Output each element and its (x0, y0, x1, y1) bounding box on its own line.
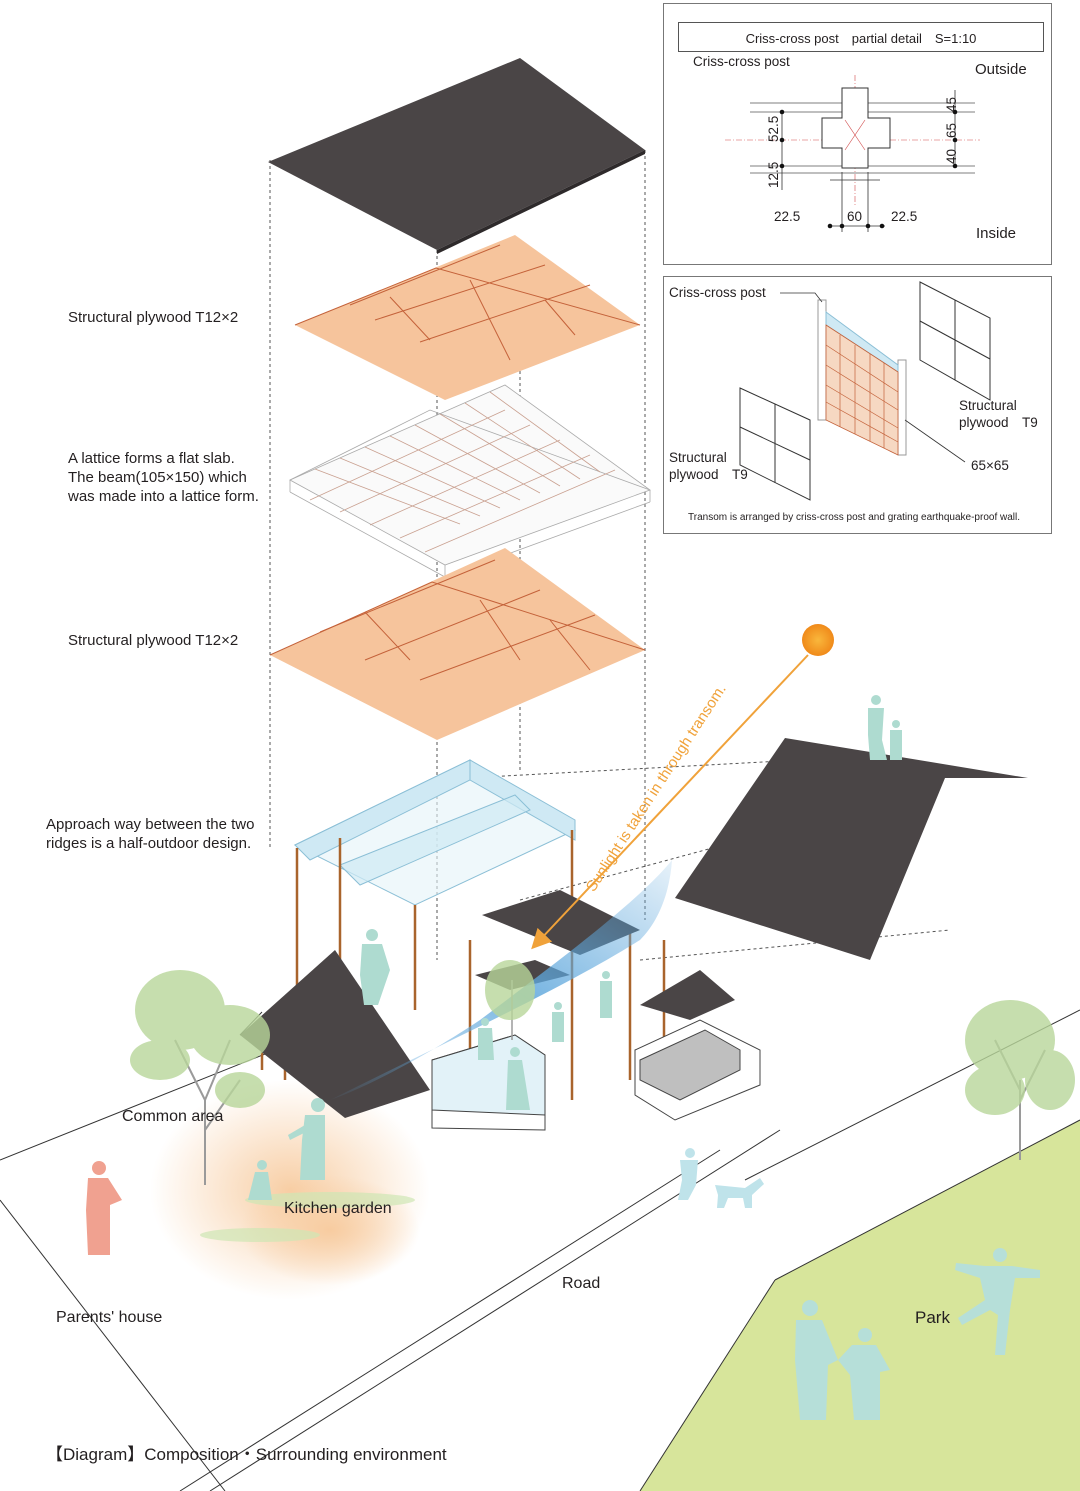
label-parents-house: Parents' house (56, 1309, 163, 1326)
figure-dog (715, 1178, 764, 1208)
plywood-layer-bottom (269, 548, 646, 740)
detail-plan-box (663, 3, 1052, 265)
figure-garden-child (248, 1160, 272, 1200)
figure-interior-3 (552, 1002, 564, 1042)
dim-12-5: 12.5 (766, 161, 781, 188)
dim-60: 60 (847, 209, 863, 224)
detail-iso-drawing (739, 281, 991, 501)
garden-beds (200, 1192, 415, 1242)
figure-roof-adult (868, 695, 887, 760)
figures (86, 695, 1040, 1420)
roof-top (268, 58, 645, 254)
roof-right (675, 738, 1028, 960)
figure-parent (86, 1161, 122, 1255)
detail-iso-plywood-left: Structural plywood T9 (669, 450, 748, 482)
label-park: Park (915, 1308, 950, 1327)
detail-iso-post-label: Criss-cross post (669, 285, 766, 300)
park-lawn (640, 1120, 1080, 1491)
dim-65: 65 (944, 122, 959, 138)
figure-park-adult (795, 1300, 838, 1420)
detail-plan-post-label: Criss-cross post (693, 54, 790, 69)
plywood-layer-top (294, 235, 641, 400)
dim-40: 40 (944, 148, 959, 164)
label-road: Road (562, 1275, 601, 1292)
dim-45: 45 (944, 96, 959, 112)
detail-iso-note: Transom is arranged by criss-cross post … (688, 512, 1021, 523)
figure-roof-child (890, 720, 902, 760)
figure-interior-2 (506, 1047, 530, 1110)
sun-icon (802, 624, 834, 656)
detail-iso-plywood-right: Structural plywood T9 (959, 398, 1038, 430)
detail-plan-inside: Inside (976, 225, 1017, 242)
tree-left-foliage (130, 970, 270, 1108)
dim-22-5-left: 22.5 (774, 209, 801, 224)
glass-transom (293, 759, 577, 906)
label-plywood-top: Structural plywood T12×2 (68, 309, 239, 326)
detail-plan-drawing (725, 75, 980, 232)
detail-iso-box (663, 276, 1052, 534)
figure-road-person (678, 1148, 698, 1200)
tree-courtyard (485, 960, 535, 1040)
label-kitchen-garden: Kitchen garden (284, 1200, 392, 1217)
dim-52-5: 52.5 (766, 115, 781, 142)
figure-park-runner (955, 1248, 1040, 1355)
lattice-slab (289, 384, 651, 578)
figure-interior-1 (478, 1018, 494, 1060)
tree-right-foliage (965, 1000, 1075, 1115)
label-common-area: Common area (122, 1108, 224, 1125)
label-approach: Approach way between the two ridges is a… (46, 816, 255, 852)
figure-interior-4 (600, 971, 612, 1018)
diagram-caption: 【Diagram】Composition・Surrounding environ… (46, 1445, 447, 1464)
detail-iso-size: 65×65 (971, 458, 1009, 473)
dim-22-5-right: 22.5 (891, 209, 918, 224)
sunlight-arrow (531, 654, 809, 950)
roof-right-small (640, 970, 735, 1020)
detail-plan-outside: Outside (975, 61, 1027, 78)
figure-park-child (838, 1328, 890, 1420)
figure-garden-adult (288, 1098, 325, 1180)
label-plywood-bottom: Structural plywood T12×2 (68, 632, 239, 649)
detail-plan-title: Criss-cross post partial detail S=1:10 (678, 22, 1044, 52)
label-lattice: A lattice forms a flat slab. The beam(10… (68, 450, 259, 505)
figure-roof-left (360, 929, 390, 1005)
